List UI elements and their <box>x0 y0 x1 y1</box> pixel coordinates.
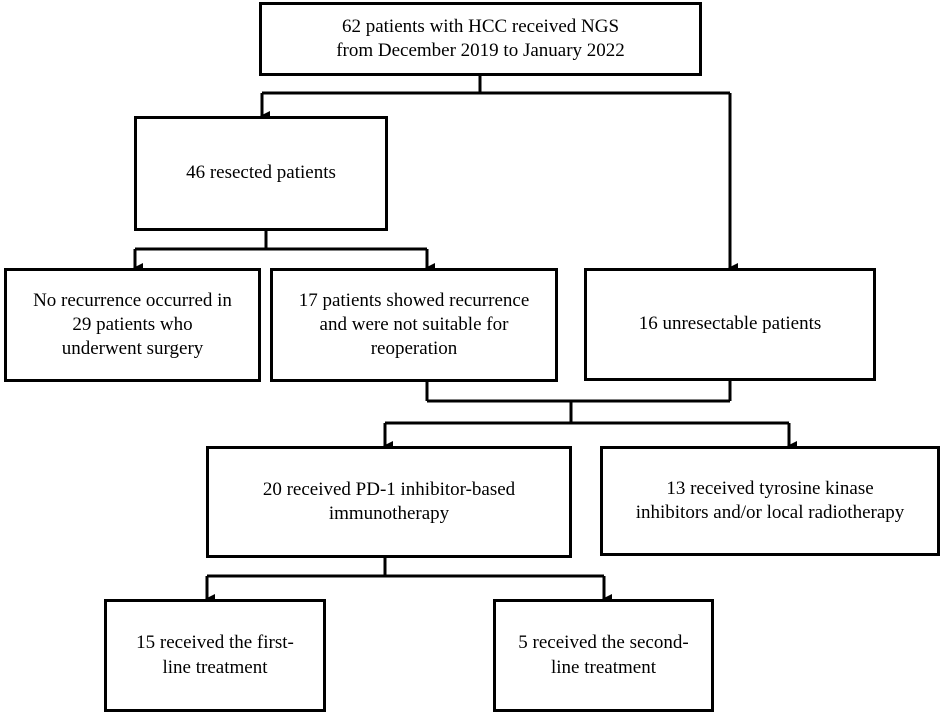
box-tki-radiotherapy-label: 13 received tyrosine kinase inhibitors a… <box>635 477 905 523</box>
box-first-line: 15 received the first- line treatment <box>104 599 326 712</box>
box-second-line: 5 received the second- line treatment <box>493 599 714 712</box>
box-unresectable: 16 unresectable patients <box>584 268 876 381</box>
box-resected: 46 resected patients <box>134 116 388 231</box>
box-recurrence: 17 patients showed recurrence and were n… <box>270 268 558 382</box>
box-no-recurrence: No recurrence occurred in 29 patients wh… <box>4 268 261 382</box>
box-total-patients: 62 patients with HCC received NGS from D… <box>259 2 702 76</box>
box-tki-radiotherapy: 13 received tyrosine kinase inhibitors a… <box>600 446 940 556</box>
box-recurrence-label: 17 patients showed recurrence and were n… <box>298 289 530 360</box>
box-second-line-label: 5 received the second- line treatment <box>518 632 689 678</box>
box-pd1-immunotherapy: 20 received PD-1 inhibitor-based immunot… <box>206 446 572 558</box>
box-total-patients-label: 62 patients with HCC received NGS from D… <box>336 15 625 61</box>
box-resected-label: 46 resected patients <box>186 162 336 184</box>
box-no-recurrence-label: No recurrence occurred in 29 patients wh… <box>33 289 232 360</box>
box-pd1-immunotherapy-label: 20 received PD-1 inhibitor-based immunot… <box>262 478 516 524</box>
box-first-line-label: 15 received the first- line treatment <box>136 632 294 678</box>
box-unresectable-label: 16 unresectable patients <box>638 313 822 335</box>
